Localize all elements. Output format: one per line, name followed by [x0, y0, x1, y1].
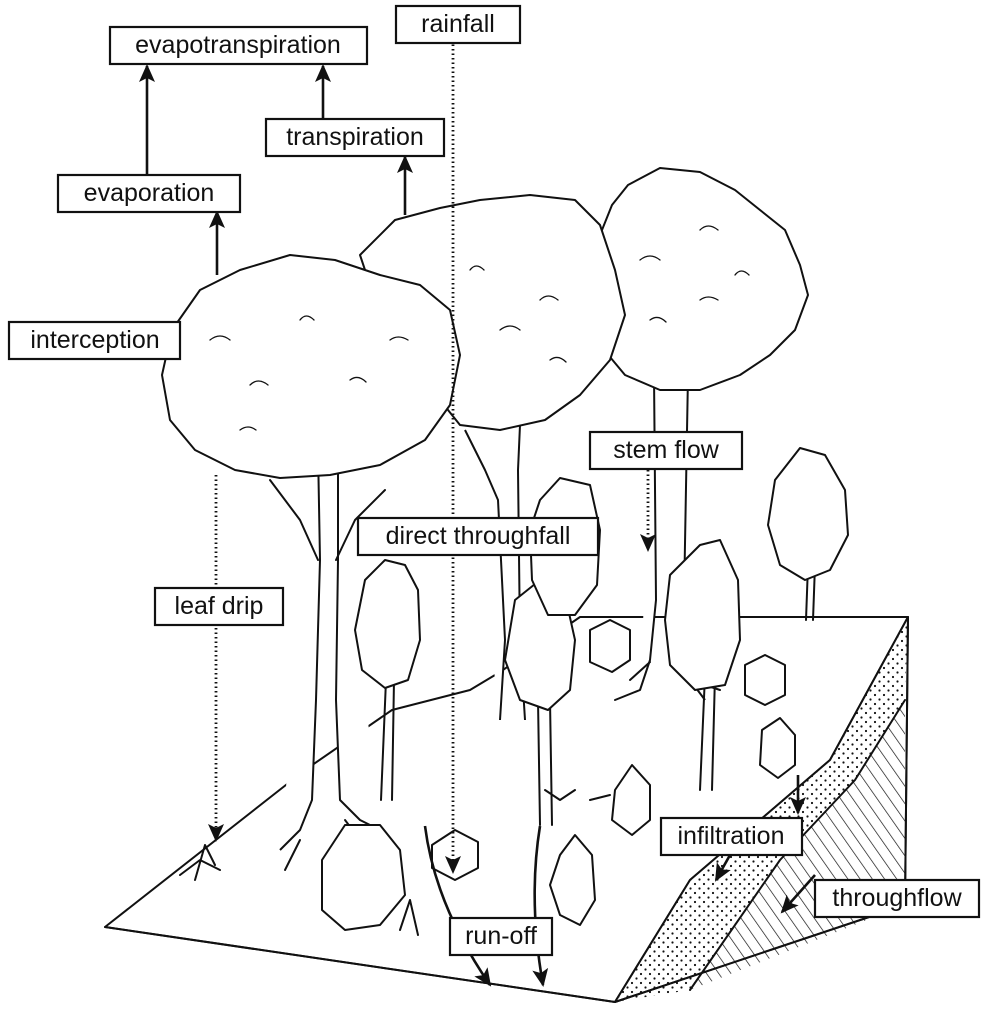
label-evaporation: evaporation [56, 173, 242, 214]
label-infiltration-text: infiltration [678, 822, 785, 850]
label-rainfall-text: rainfall [421, 10, 495, 38]
label-evapotranspiration-text: evapotranspiration [135, 31, 341, 59]
label-evapotranspiration: evapotranspiration [108, 25, 369, 66]
label-stem-flow: stem flow [588, 430, 744, 471]
label-direct-throughfall: direct throughfall [356, 516, 600, 557]
label-evaporation-text: evaporation [84, 179, 215, 207]
label-run-off: run-off [448, 916, 554, 957]
small-tree-1 [354, 559, 421, 801]
label-throughflow: throughflow [813, 878, 981, 919]
label-interception: interception [7, 320, 182, 361]
small-tree-4 [664, 539, 741, 791]
arrows [139, 40, 816, 987]
throughflow-arrow [780, 874, 816, 914]
soil-dotted-layer [615, 617, 908, 1002]
label-stem-flow-text: stem flow [613, 436, 720, 464]
label-infiltration: infiltration [659, 816, 804, 857]
label-rainfall: rainfall [394, 4, 522, 45]
run-off-arrow-left [423, 825, 492, 987]
label-run-off-text: run-off [465, 922, 537, 950]
label-direct-throughfall-text: direct throughfall [386, 522, 571, 550]
label-transpiration-text: transpiration [286, 123, 424, 151]
small-tree-far-right [767, 447, 849, 621]
label-leaf-drip: leaf drip [153, 586, 285, 627]
shrubs [179, 619, 796, 936]
infiltration-arrow-left [714, 854, 732, 882]
run-off-arrow-right [532, 825, 549, 987]
label-leaf-drip-text: leaf drip [175, 592, 264, 620]
label-interception-text: interception [30, 326, 159, 354]
label-throughflow-text: throughflow [832, 884, 962, 912]
label-transpiration: transpiration [264, 117, 446, 158]
tree-left-main [161, 254, 461, 871]
